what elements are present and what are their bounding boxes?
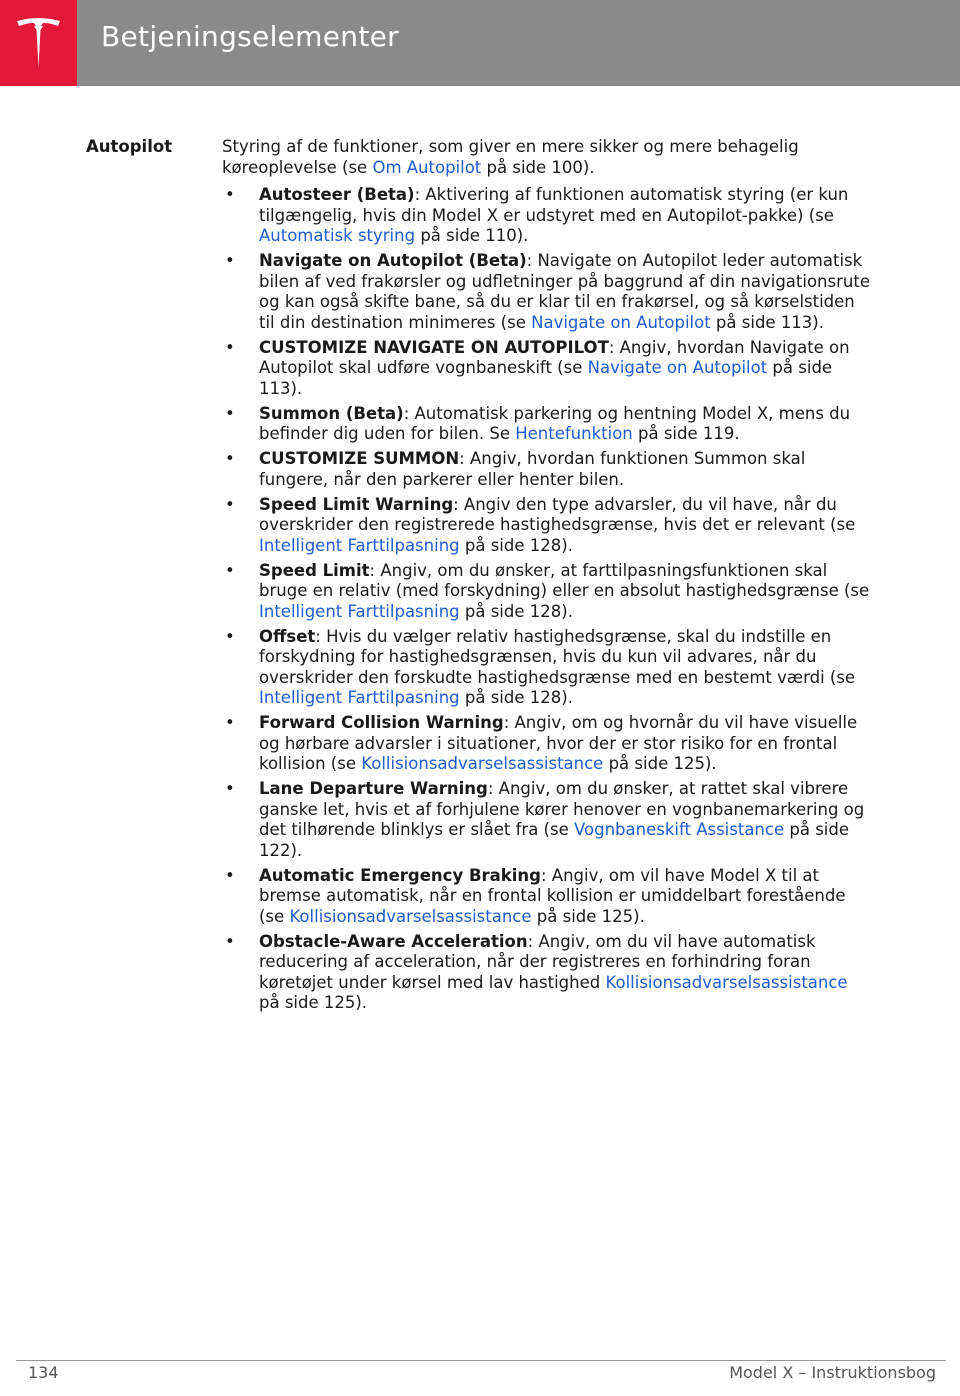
brand-logo [0, 0, 77, 86]
list-item: •Speed Limit Warning: Angiv den type adv… [225, 494, 856, 555]
list-item: •CUSTOMIZE NAVIGATE ON AUTOPILOT: Angiv,… [225, 337, 850, 398]
cross-reference-link[interactable]: Vognbaneskift Assistance [574, 820, 785, 839]
bullet-icon: • [225, 337, 235, 357]
list-item: •Automatic Emergency Braking: Angiv, om … [225, 865, 846, 926]
document-name: Model X – Instruktionsbog [729, 1363, 936, 1382]
cross-reference-link[interactable]: Navigate on Autopilot [531, 312, 711, 332]
page-header: Betjeningselementer [0, 0, 960, 86]
intro-link[interactable]: Om Autopilot [372, 157, 482, 177]
cross-reference-link[interactable]: Kollisionsadvarselsassistance [361, 754, 604, 773]
bullet-icon: • [225, 931, 235, 951]
list-item: •Obstacle-Aware Acceleration: Angiv, om … [225, 931, 848, 1013]
list-item: •Autosteer (Beta): Aktivering af funktio… [225, 185, 849, 245]
cross-reference-link[interactable]: Navigate on Autopilot [587, 358, 768, 377]
section-content: Styring af de funktioner, som giver en m… [222, 137, 872, 1018]
bullet-icon: • [225, 865, 235, 885]
bullet-icon: • [225, 560, 235, 580]
cross-reference-link[interactable]: Intelligent Farttilpasning [259, 535, 460, 555]
list-item: •Summon (Beta): Automatisk parkering og … [225, 403, 851, 444]
bullet-icon: • [225, 449, 235, 468]
cross-reference-link[interactable]: Intelligent Farttilpasning [259, 601, 460, 621]
list-item: •Forward Collision Warning: Angiv, om og… [225, 713, 858, 773]
cross-reference-link[interactable]: Hentefunktion [515, 424, 633, 443]
feature-list: •Autosteer (Beta): Aktivering af funktio… [222, 185, 872, 1014]
bullet-icon: • [225, 626, 235, 646]
footer-divider [16, 1360, 946, 1361]
list-item: •CUSTOMIZE SUMMON: Angiv, hvordan funkti… [225, 449, 806, 489]
list-item: •Offset: Hvis du vælger relativ hastighe… [225, 626, 856, 708]
list-item: •Navigate on Autopilot (Beta): Navigate … [225, 251, 870, 332]
section-term: Autopilot [86, 137, 173, 156]
list-item: •Lane Departure Warning: Angiv, om du øn… [225, 779, 865, 860]
page-number: 134 [28, 1363, 59, 1382]
list-item: •Speed Limit: Angiv, om du ønsker, at fa… [225, 560, 870, 621]
bullet-icon: • [225, 185, 235, 204]
cross-reference-link[interactable]: Kollisionsadvarselsassistance [289, 906, 532, 926]
bullet-icon: • [225, 713, 235, 732]
bullet-icon: • [225, 494, 235, 514]
page-title: Betjeningselementer [101, 20, 399, 53]
bullet-icon: • [225, 403, 235, 423]
section-intro: Styring af de funktioner, som giver en m… [222, 137, 799, 177]
bullet-icon: • [225, 779, 235, 798]
tesla-logo-icon [17, 18, 60, 68]
cross-reference-link[interactable]: Intelligent Farttilpasning [259, 688, 460, 707]
bullet-icon: • [225, 251, 235, 270]
cross-reference-link[interactable]: Automatisk styring [259, 226, 416, 245]
cross-reference-link[interactable]: Kollisionsadvarselsassistance [605, 972, 848, 992]
